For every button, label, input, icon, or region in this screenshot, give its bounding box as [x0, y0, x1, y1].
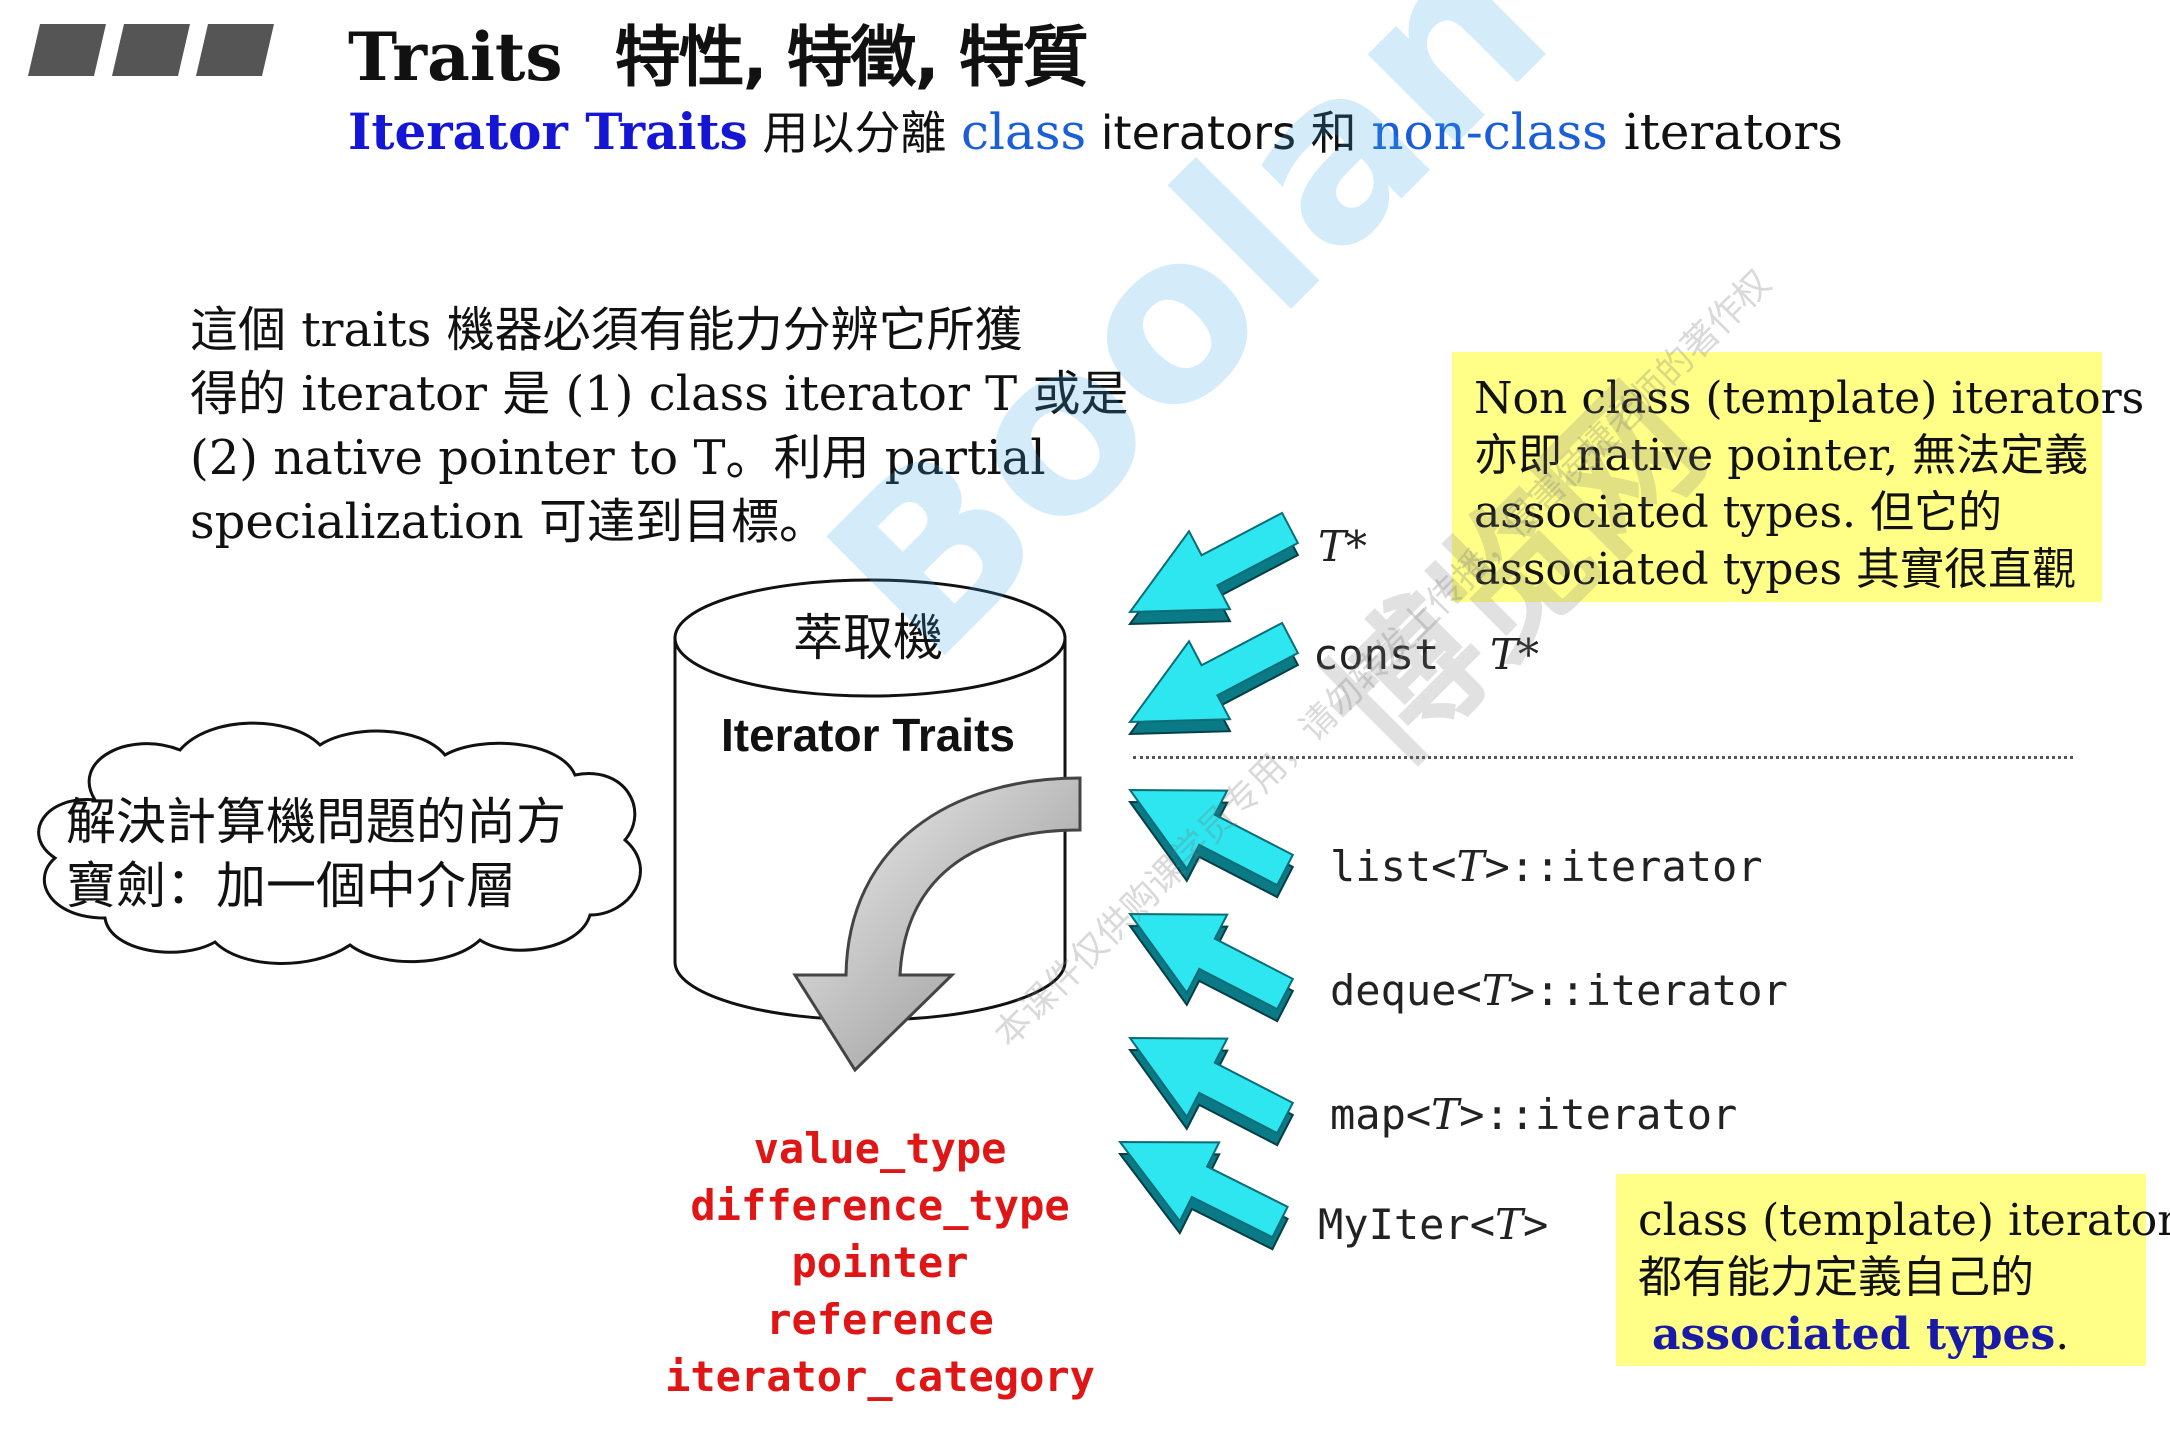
note-line: associated types 其實很直觀 — [1474, 544, 2077, 595]
note-period: . — [2055, 1309, 2070, 1360]
input-t-pointer: T* — [1318, 522, 1368, 571]
header-bars-decoration — [28, 24, 274, 76]
output-iterator-category: iterator_category — [665, 1352, 1095, 1401]
input-deque-iterator: deque<T>::iterator — [1330, 966, 1788, 1015]
arrow-myiter — [1117, 1140, 1289, 1251]
output-pointer: pointer — [791, 1238, 969, 1287]
title-english: Traits — [348, 18, 563, 96]
arrow-list-iterator — [1128, 788, 1295, 899]
note-line: 都有能力定義自己的 — [1638, 1252, 2034, 1303]
arrow-map-iterator — [1128, 1036, 1295, 1147]
cloud-caption: 解決計算機問題的尚方 寶劍：加一個中介層 — [66, 790, 566, 918]
note-associated-types: associated types — [1652, 1309, 2056, 1360]
explanation-paragraph: 這個 traits 機器必須有能力分辨它所獲 得的 iterator 是 (1)… — [190, 298, 1129, 554]
arrow-t-pointer — [1127, 511, 1300, 626]
input-list-iterator: list<T>::iterator — [1330, 842, 1763, 891]
input-myiter: MyIter<T> — [1318, 1200, 1549, 1249]
arrow-deque-iterator — [1128, 912, 1295, 1023]
input-const-t-pointer: const T* — [1313, 630, 1540, 679]
note-nonclass-iterators: Non class (template) iterators 亦即 native… — [1452, 352, 2145, 602]
paragraph-line: 這個 traits 機器必須有能力分辨它所獲 — [190, 302, 1023, 358]
note-line: 亦即 native pointer, 無法定義 — [1474, 430, 2089, 481]
subtitle-text-1: 用以分離 — [747, 106, 962, 160]
input-map-iterator: map<T>::iterator — [1330, 1090, 1738, 1139]
iterator-traits-label: Iterator Traits — [721, 709, 1015, 761]
cloud-shape — [37, 721, 642, 965]
page-subtitle: Iterator Traits 用以分離 class iterators 和 n… — [348, 100, 1843, 165]
traits-drum — [673, 578, 1067, 1022]
extractor-label: 萃取機 — [793, 609, 943, 667]
paragraph-line: specialization 可達到目標。 — [190, 494, 827, 550]
class-nonclass-divider — [1133, 756, 2073, 759]
arrow-const-t-pointer — [1127, 621, 1300, 736]
associated-types-list: value_type difference_type pointer refer… — [620, 1120, 1140, 1405]
output-reference: reference — [766, 1295, 994, 1344]
output-value-type: value_type — [753, 1124, 1007, 1173]
subtitle-iterator-traits: Iterator Traits — [348, 102, 748, 161]
note-line: associated types. 但它的 — [1474, 487, 2002, 538]
note-line: Non class (template) iterators — [1474, 373, 2145, 424]
subtitle-non-class: non-class — [1371, 103, 1608, 161]
title-chinese: 特性, 特徵, 特質 — [614, 19, 1089, 96]
note-class-iterators: class (template) iterators 都有能力定義自己的 ass… — [1616, 1174, 2170, 1366]
output-difference-type: difference_type — [690, 1181, 1070, 1230]
subtitle-text-2: iterators 和 — [1086, 106, 1372, 160]
page-title: Traits 特性, 特徵, 特質 — [348, 12, 1089, 103]
input-arrows — [1117, 511, 1300, 1251]
cloud-line: 解決計算機問題的尚方 — [66, 793, 566, 851]
paragraph-line: 得的 iterator 是 (1) class iterator T 或是 — [190, 366, 1129, 422]
subtitle-class: class — [961, 103, 1087, 161]
note-line: associated types. — [1638, 1306, 2124, 1363]
note-line: class (template) iterators — [1638, 1195, 2170, 1246]
paragraph-line: (2) native pointer to T。利用 partial — [190, 430, 1046, 486]
subtitle-text-3: iterators — [1607, 103, 1843, 161]
curved-down-arrow — [792, 776, 1082, 1073]
cloud-line: 寶劍：加一個中介層 — [66, 857, 516, 915]
